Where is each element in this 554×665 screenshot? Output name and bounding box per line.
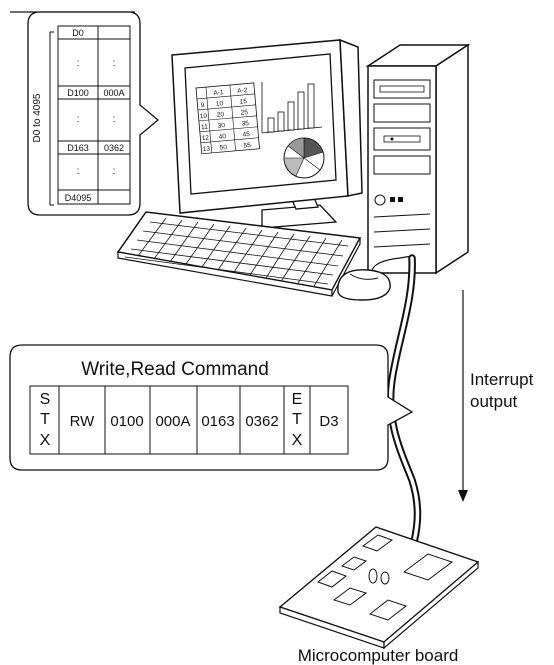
mem-addr-d0: D0 [72,28,84,38]
screen-header-a1: A-1 [213,89,224,97]
memory-range-label: D0 to 4095 [32,93,43,142]
screen-table: A-1 A-2 9 10 15 10 20 25 11 30 35 12 40 … [195,82,260,155]
screen-cell: 25 [240,109,248,117]
screen-cell: 20 [217,111,225,119]
command-etx-x: X [292,432,303,449]
keyboard [116,211,362,297]
mem-addr-gap-3: : [77,166,80,177]
mem-addr-gap-2: : [77,114,80,125]
screen-cell: 35 [241,120,249,128]
mem-value-d100: 000A [103,88,124,98]
screen-cell: 11 [201,124,209,132]
command-stx-x: X [40,432,51,449]
mem-addr-gap-1: : [77,58,80,69]
command-frame [29,385,349,455]
microcomputer-board [278,526,480,650]
board-label: Microcomputer board [298,646,459,665]
mouse [337,255,413,301]
command-field-0362: 0362 [245,413,278,430]
interrupt-label-line2: output [470,392,518,411]
screen-cell: 15 [239,98,247,106]
screen-cell: 30 [217,122,225,130]
screen-cell: 50 [219,144,227,152]
command-field-rw: RW [70,413,96,430]
mem-addr-d163: D163 [67,143,89,153]
command-field-0100: 0100 [110,413,143,430]
command-title: Write,Read Command [81,359,269,380]
command-stx-s: S [40,391,51,408]
interrupt-arrow [458,290,468,502]
screen-cell: 40 [218,133,226,141]
screen-cell: 10 [216,100,224,108]
screen-cell: 45 [242,131,250,139]
mem-addr-d4095: D4095 [65,193,92,203]
interrupt-label-line1: Interrupt [470,370,534,389]
memory-table [57,25,131,205]
mem-addr-d100: D100 [67,88,89,98]
mem-value-gap-3: : [113,166,116,177]
screen-cell: 10 [200,113,208,121]
command-stx-t: T [40,411,50,428]
screen-cell: 9 [200,102,205,109]
mem-value-d163: 0362 [104,143,124,153]
command-etx-t: T [292,411,302,428]
screen-cell: 12 [202,135,210,143]
screen-cell: 13 [202,145,210,153]
command-etx-e: E [292,391,303,408]
screen-cell: 55 [243,142,251,150]
command-field-0163: 0163 [201,413,234,430]
screen-pie-chart [283,137,325,179]
mem-value-gap-2: : [113,114,116,125]
mem-value-gap-1: : [113,58,116,69]
screen-bar-chart [261,82,323,134]
screen-header-a2: A-2 [237,87,248,95]
command-checksum: D3 [319,413,338,430]
memory-range-brace [49,31,54,206]
command-field-000a: 000A [155,413,190,430]
computer-tower [365,43,471,275]
